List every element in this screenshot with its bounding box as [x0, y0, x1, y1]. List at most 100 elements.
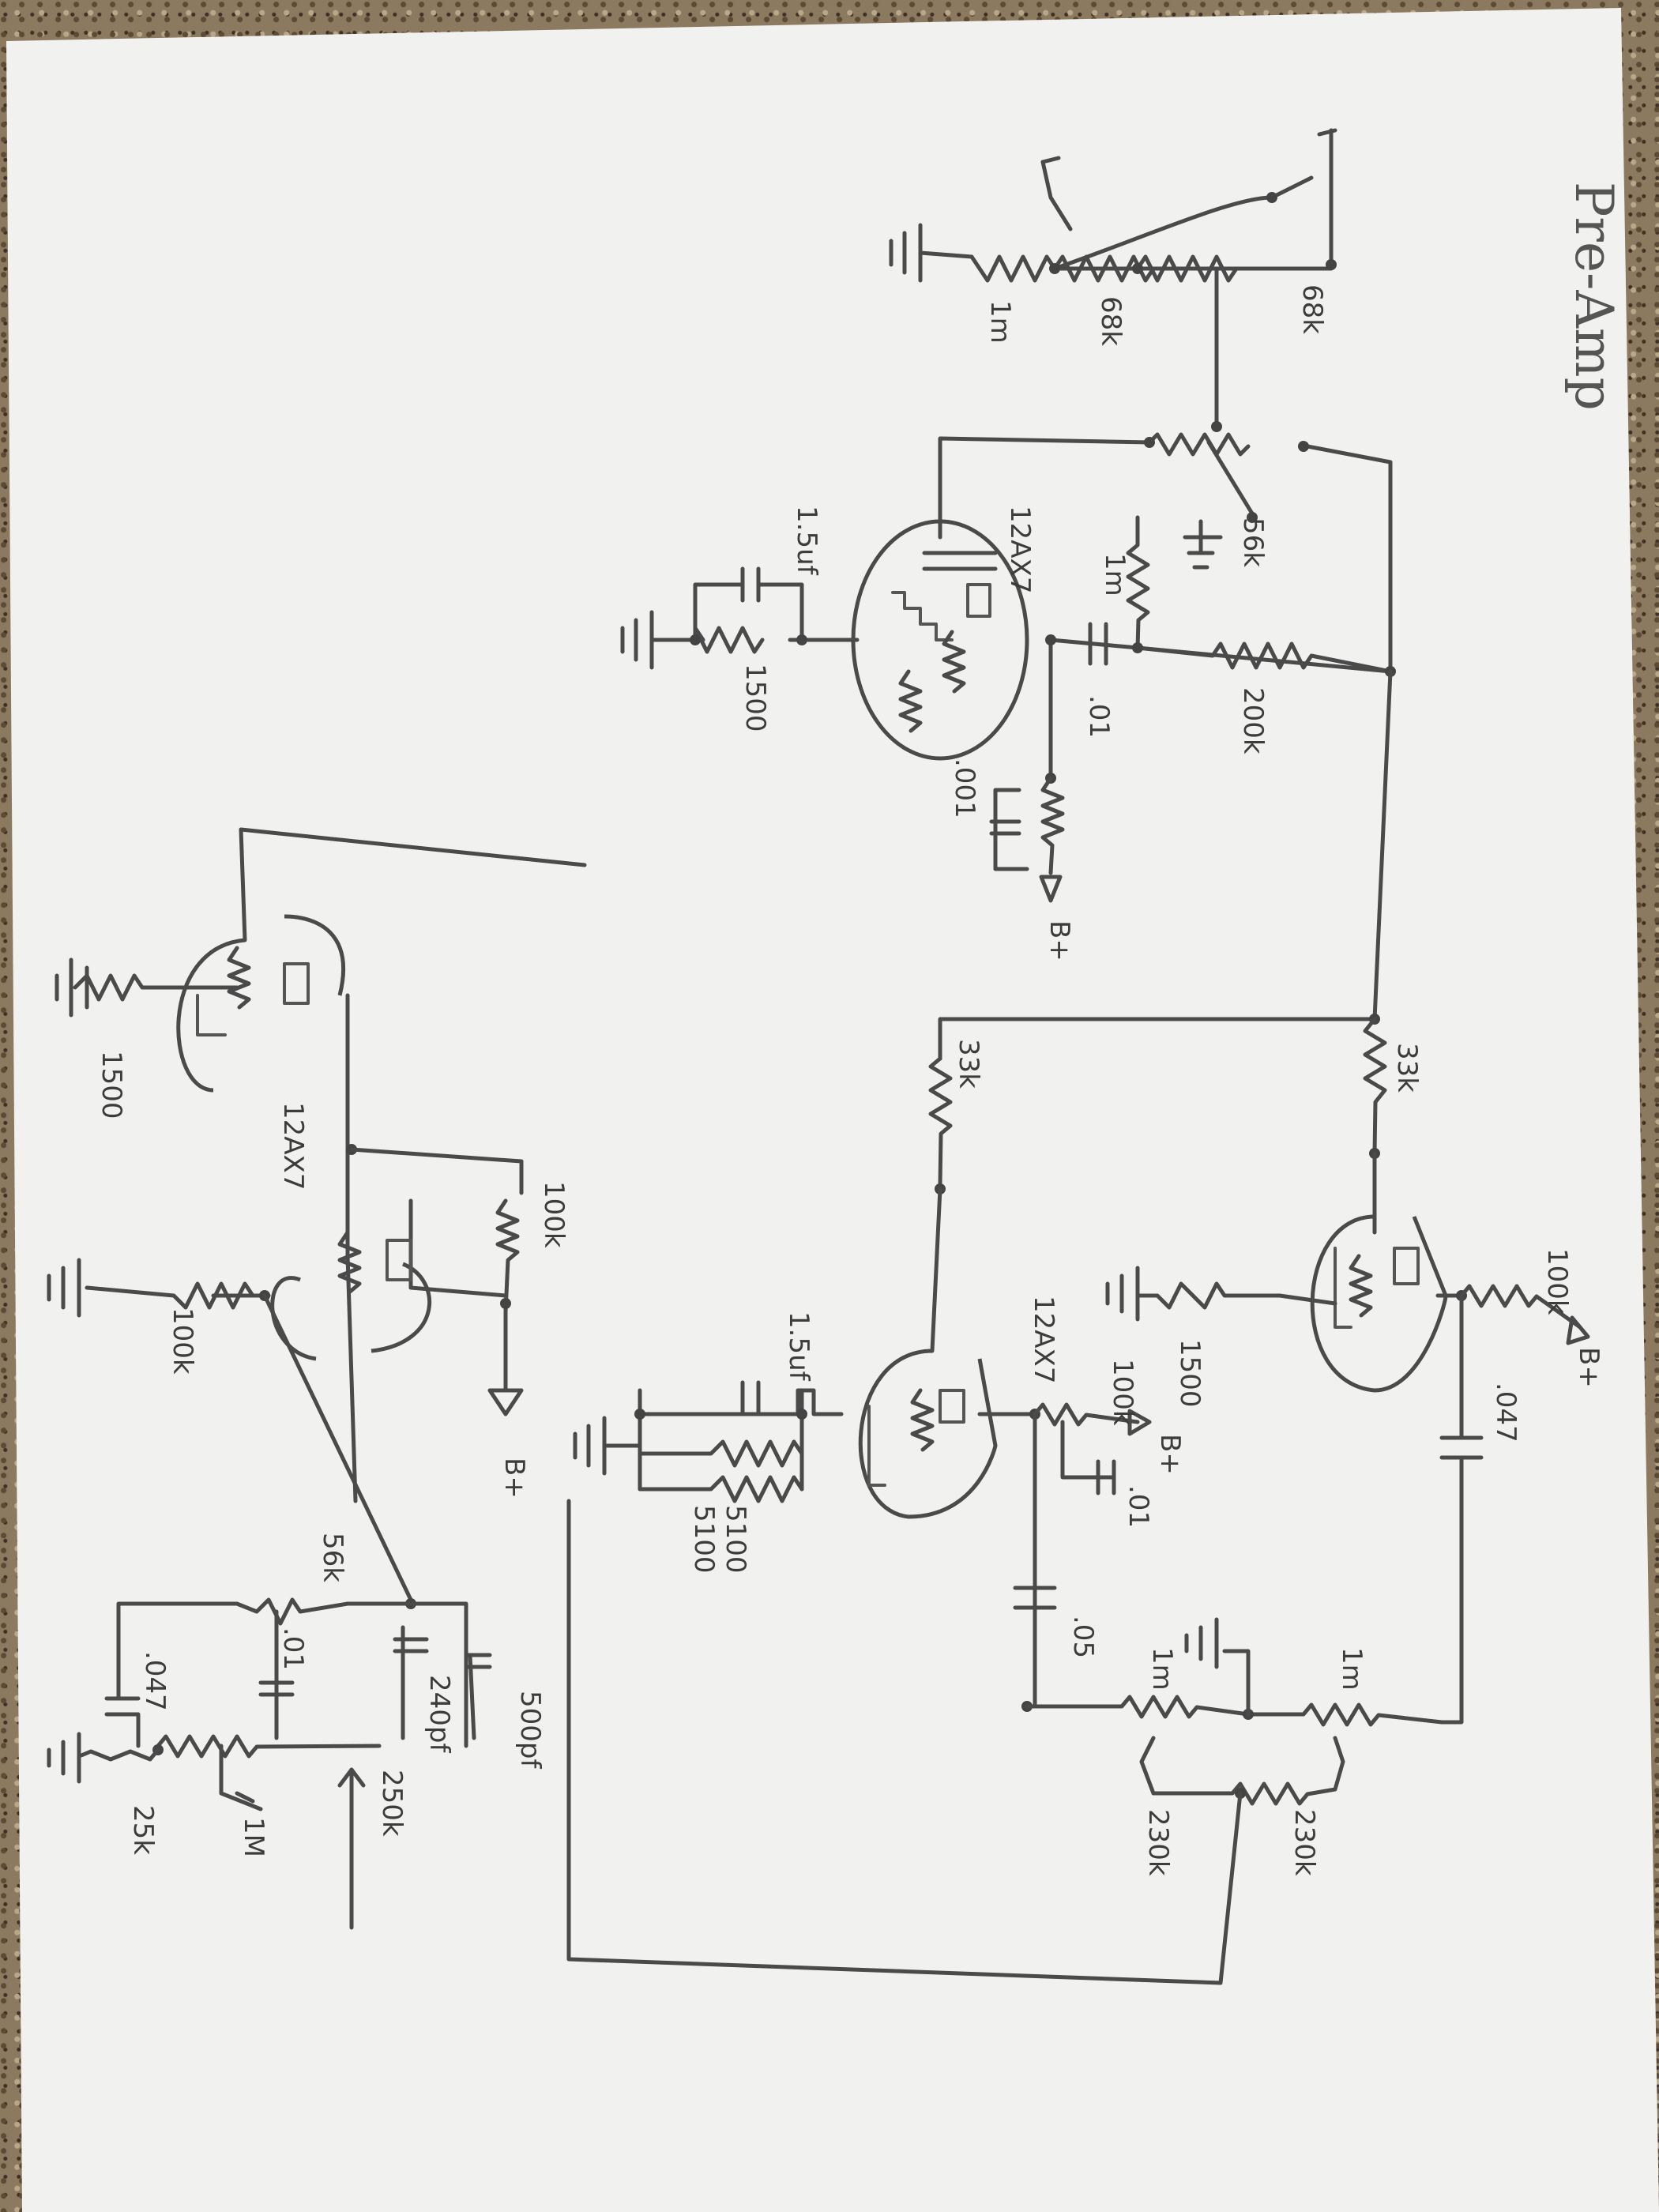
capacitor-05: [1013, 1586, 1057, 1610]
ground-symbol-7: [55, 957, 89, 1018]
tube-12ax7-v4: [176, 914, 346, 1093]
label-200k: 200k: [1237, 687, 1269, 754]
resistor-68k-top: [1135, 254, 1334, 283]
resistor-1m-input: [969, 254, 1057, 283]
label-25k: 25k: [127, 1805, 159, 1855]
resistor-5100-b: [638, 1475, 804, 1503]
page-title: Pre-Amp: [1563, 182, 1624, 411]
label-c240pf: 240pf: [423, 1675, 455, 1753]
resistor-25k: [79, 1747, 160, 1762]
label-c047: .047: [1490, 1382, 1522, 1443]
tube-12ax7-v3: [858, 1349, 998, 1519]
label-1m-pot-b: 1m: [1336, 1647, 1367, 1691]
capacitor-01-tone: [258, 1609, 295, 1740]
label-56k: 56k: [1237, 517, 1269, 567]
label-100k-a: 100k: [1541, 1248, 1573, 1315]
stage-v2: [928, 669, 1590, 1725]
capacitor-001: [989, 788, 1029, 871]
pot-1m-a: [1025, 1695, 1251, 1719]
label-1m-tone: 1M: [238, 1817, 269, 1857]
bplus-arrow-4: [487, 1309, 524, 1416]
label-15uf-v3: 1.5uf: [783, 1311, 814, 1382]
label-1500-v4: 1500: [96, 1051, 127, 1119]
resistor-100k-b: [1033, 1402, 1140, 1427]
ground-symbol-4: [1105, 1266, 1140, 1322]
capacitor-047: [1439, 1435, 1484, 1460]
switch-arm: [1052, 195, 1274, 271]
label-c001: .001: [949, 758, 980, 818]
capacitor-240pf: [393, 1625, 429, 1740]
label-100k-c: 100k: [538, 1181, 570, 1248]
pot-1m-tone: [219, 1744, 263, 1811]
capacitor-01-v1: [1088, 622, 1108, 666]
label-bplus-4: B+: [498, 1458, 530, 1499]
label-1m-input: 1m: [984, 300, 1016, 344]
label-5100-b: 5100: [688, 1505, 720, 1574]
label-1m-grid: 1m: [1099, 553, 1130, 596]
label-33k-b: 33k: [1391, 1043, 1423, 1093]
label-5100-a: 5100: [720, 1505, 751, 1574]
input-section: [889, 128, 1337, 283]
ground-symbol-5: [573, 1416, 607, 1476]
label-230k-a: 230k: [1142, 1809, 1174, 1876]
feedback-wire: [566, 1499, 1243, 1985]
resistor-200k: [1135, 641, 1393, 674]
label-c500pf: 500pf: [514, 1691, 546, 1769]
label-100k-b: 100k: [1107, 1359, 1138, 1426]
resistor-1m-grid: [1126, 515, 1150, 650]
label-tube-v4: 12AX7: [277, 1102, 309, 1190]
label-c047-tone: .047: [139, 1651, 171, 1711]
label-1500-v1: 1500: [739, 664, 771, 732]
bplus-arrow-3: [1127, 1409, 1152, 1436]
label-c01-tone: .01: [277, 1627, 309, 1670]
capacitor-15uf-v3: [740, 1380, 761, 1416]
capacitor-500pf: [464, 1653, 492, 1740]
capacitor-15uf-v1: [693, 582, 804, 642]
stage-v3: [566, 1187, 1444, 1985]
ground-symbol-6: [1184, 1617, 1251, 1717]
ground-symbol-2: [1183, 519, 1223, 570]
label-68k-top: 68k: [1296, 284, 1328, 334]
label-tube-v2: 12AX7: [1028, 1296, 1059, 1383]
pot-230k: [1139, 1736, 1345, 1806]
bplus-arrow-1: [1039, 875, 1063, 903]
label-c01-v3: .01: [1123, 1485, 1154, 1528]
label-1m-pot-a: 1m: [1146, 1647, 1178, 1691]
pot-250k: [156, 1734, 382, 1759]
input-jack-arrow: [1270, 175, 1314, 200]
label-c05: .05: [1067, 1616, 1099, 1658]
pot-1m-b: [1246, 1702, 1444, 1727]
label-250k: 250k: [376, 1770, 408, 1837]
ground-symbol-8: [47, 1258, 81, 1318]
label-68k-bottom: 68k: [1095, 296, 1127, 346]
resistor-5100-a: [638, 1439, 804, 1468]
resistor-1500-v2: [1135, 1281, 1337, 1310]
capacitor-01-v3: [1060, 1420, 1116, 1495]
label-bplus-3: B+: [1154, 1434, 1186, 1475]
tube-12ax7-v2: [1310, 1214, 1448, 1393]
resistor-56k: [1147, 432, 1251, 457]
ground-symbol-3: [620, 610, 654, 670]
label-100k-d: 100k: [167, 1307, 198, 1375]
resistor-33k-a: [928, 1056, 953, 1187]
label-tube-v1: 12AX7: [1004, 506, 1036, 593]
ground-symbol-1: [889, 223, 923, 283]
resistor-33k-b: [1363, 1017, 1387, 1156]
resistor-100k-c: [495, 1198, 520, 1314]
input-jack-1-wire: [1052, 128, 1334, 271]
resistor-plate-v1: [1040, 776, 1065, 875]
resistor-100k-d: [85, 1281, 271, 1310]
label-bplus-2: B+: [1573, 1347, 1604, 1388]
input-arrow-250k: [337, 1767, 366, 1930]
label-c01-v1: .01: [1083, 695, 1115, 738]
label-33k-a: 33k: [953, 1039, 984, 1089]
label-1500-v2: 1500: [1174, 1339, 1206, 1408]
stage-v1: [620, 266, 1396, 903]
stage-v4: [47, 827, 587, 1930]
bplus-arrow-2: [1566, 1315, 1590, 1345]
label-230k-b: 230k: [1288, 1809, 1320, 1876]
input-jack-2-wire: [1040, 160, 1073, 231]
resistor-1500-v4: [73, 973, 239, 1002]
